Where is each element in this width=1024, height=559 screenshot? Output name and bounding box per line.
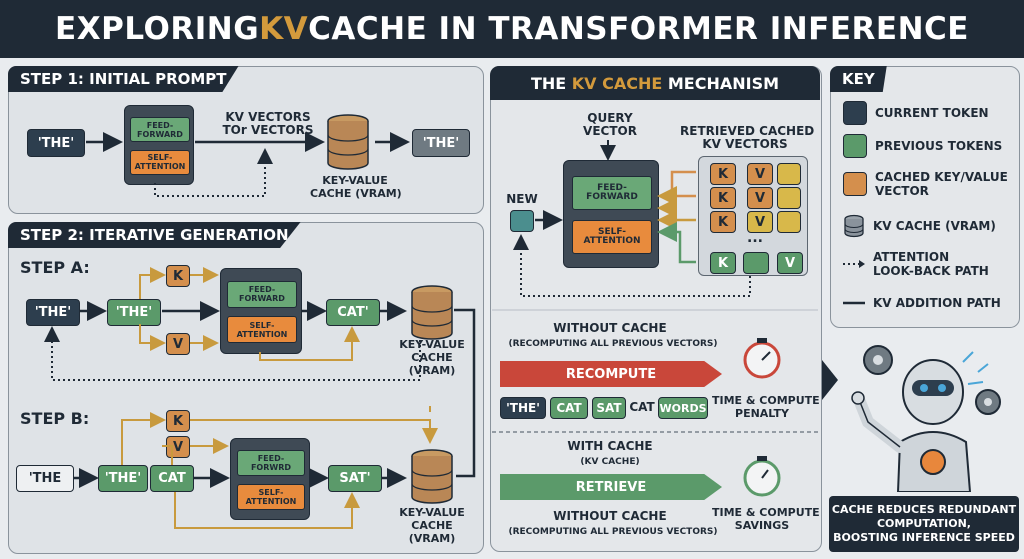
page-title: EXPLORING KV CACHE IN TRANSFORMER INFERE… <box>0 0 1024 58</box>
self-attention-layer: SELF- ATTENTION <box>237 483 305 510</box>
new-token <box>510 210 534 232</box>
step1-tag: STEP 1: INITIAL PROMPT <box>8 66 239 92</box>
mech-title-suffix: MECHANISM <box>662 73 780 93</box>
title-suffix: CACHE IN TRANSFORMER INFERENCE <box>308 11 969 47</box>
key-addition-path: KV ADDITION PATH <box>843 296 1001 310</box>
without-cache-title: WITHOUT CACHE <box>553 321 667 335</box>
stepA-cache-label: KEY-VALUE CACHE (VRAM) <box>399 338 465 377</box>
stepB-output-token: SAT' <box>328 465 382 492</box>
query-vector-label: QUERY VECTOR <box>583 111 637 138</box>
without-cache-subtitle: (RECOMPUTING ALL PREVIOUS VECTORS) <box>508 339 718 349</box>
with-cache-title: WITH CACHE <box>567 439 653 453</box>
stepB-token-1: 'THE <box>16 465 74 492</box>
stepB-token-2: 'THE' <box>98 465 148 492</box>
robot-illustration <box>851 345 1001 492</box>
key-attention-path: ATTENTION LOOK-BACK PATH <box>843 250 989 278</box>
compare-token-4: CAT <box>629 400 655 414</box>
kv-grid-cell <box>777 187 801 209</box>
stepB-label: STEP B: <box>20 409 90 428</box>
kv-grid-k-4: K <box>710 252 736 274</box>
retrieve-bar: RETRIEVE <box>500 474 722 500</box>
kv-grid-cell <box>743 252 769 274</box>
kv-grid-v-3: V <box>747 211 773 233</box>
stepA-k-vector: K <box>166 265 190 287</box>
mechanism-title: THE KV CACHE MECHANISM <box>490 66 820 100</box>
key-label: CACHED KEY/VALUE VECTOR <box>875 170 1008 198</box>
key-label: ATTENTION LOOK-BACK PATH <box>873 250 989 278</box>
key-swatch <box>843 101 867 125</box>
retrieved-kv-label: RETRIEVED CACHED KV VECTORS <box>680 124 815 151</box>
feed-forward-layer: FEED- FORWRD <box>237 450 305 477</box>
key-label: KV CACHE (VRAM) <box>873 219 996 233</box>
key-swatch <box>843 172 867 196</box>
step1-output-token: 'THE' <box>412 129 470 157</box>
recompute-bar: RECOMPUTE <box>500 361 722 387</box>
mech-title-prefix: THE <box>530 73 572 93</box>
mech-title-accent: KV CACHE <box>571 73 663 93</box>
key-cached-kv: CACHED KEY/VALUE VECTOR <box>843 170 1008 198</box>
self-attention-layer: SELF- ATTENTION <box>130 149 190 176</box>
step1-transformer-block: FEED- FORWARD SELF- ATTENTION <box>124 105 194 185</box>
key-label: KV ADDITION PATH <box>873 296 1001 310</box>
stepB-cache-label: KEY-VALUE CACHE (VRAM) <box>399 506 465 545</box>
kv-grid-dots: ... <box>747 230 763 246</box>
kv-grid-v-4: V <box>777 252 803 274</box>
cache-cylinder-icon <box>844 214 864 238</box>
kv-grid-k-3: K <box>710 211 736 233</box>
mechanism-transformer-block: FEED- FORWARD SELF- ATTENTION <box>563 160 659 268</box>
kv-grid-k-1: K <box>710 163 736 185</box>
stepA-label: STEP A: <box>20 258 90 277</box>
compare-token-1: 'THE' <box>500 397 546 419</box>
stepA-token-1: 'THE' <box>26 299 80 326</box>
stepA-v-vector: V <box>166 333 190 355</box>
without-cache-subtitle-2: (RECOMPUTING ALL PREVIOUS VECTORS) <box>508 527 718 537</box>
step2-tag: STEP 2: ITERATIVE GENERATION <box>8 222 301 248</box>
key-swatch <box>843 134 867 158</box>
compare-token-3: SAT <box>592 397 626 419</box>
key-label: PREVIOUS TOKENS <box>875 139 1003 153</box>
kv-grid-cell <box>777 163 801 185</box>
self-attention-layer: SELF- ATTENTION <box>227 316 297 344</box>
feed-forward-layer: FEED- FORWARD <box>571 175 653 210</box>
key-current-token: CURRENT TOKEN <box>843 101 989 125</box>
key-label: CURRENT TOKEN <box>875 106 989 120</box>
kv-grid-v-1: V <box>747 163 773 185</box>
stepB-k-vector: K <box>166 410 190 432</box>
kv-grid-v-2: V <box>747 187 773 209</box>
stepB-token-3: CAT <box>150 465 194 492</box>
step1-input-token: 'THE' <box>27 129 85 157</box>
stepA-token-2: 'THE' <box>107 299 161 326</box>
step1-cache-label: KEY-VALUE CACHE (VRAM) <box>310 174 402 200</box>
stepA-transformer-block: FEED- FORWARD SELF- ATTENTION <box>220 268 302 354</box>
self-attention-layer: SELF- ATTENTION <box>571 220 653 255</box>
kv-grid-k-2: K <box>710 187 736 209</box>
stepB-transformer-block: FEED- FORWRD SELF- ATTENTION <box>230 438 310 520</box>
time-penalty-label: TIME & COMPUTE PENALTY <box>712 394 820 420</box>
feed-forward-layer: FEED- FORWARD <box>227 280 297 308</box>
stepB-v-vector: V <box>166 436 190 458</box>
compare-token-5: WORDS <box>658 397 708 419</box>
compare-token-2: CAT <box>550 397 588 419</box>
feed-forward-layer: FEED- FORWARD <box>130 116 190 143</box>
key-previous-tokens: PREVIOUS TOKENS <box>843 134 1002 158</box>
title-prefix: EXPLORING <box>55 11 260 47</box>
stepA-output-token: CAT' <box>326 299 380 326</box>
title-accent: KV <box>259 11 309 47</box>
with-cache-subtitle: (KV CACHE) <box>580 457 640 467</box>
footer-summary: CACHE REDUCES REDUNDANT COMPUTATION, BOO… <box>829 496 1019 552</box>
without-cache-title-2: WITHOUT CACHE <box>553 509 667 523</box>
solid-line-icon <box>843 301 865 305</box>
new-token-label: NEW <box>506 192 538 206</box>
kv-grid-cell <box>777 211 801 233</box>
step1-kv-vectors-label: KV VECTORS TOr VECTORS <box>222 110 314 137</box>
time-savings-label: TIME & COMPUTE SAVINGS <box>712 506 820 532</box>
key-kv-cache: KV CACHE (VRAM) <box>843 214 996 238</box>
key-title: KEY <box>830 66 887 92</box>
dotted-arrow-icon <box>843 260 865 268</box>
